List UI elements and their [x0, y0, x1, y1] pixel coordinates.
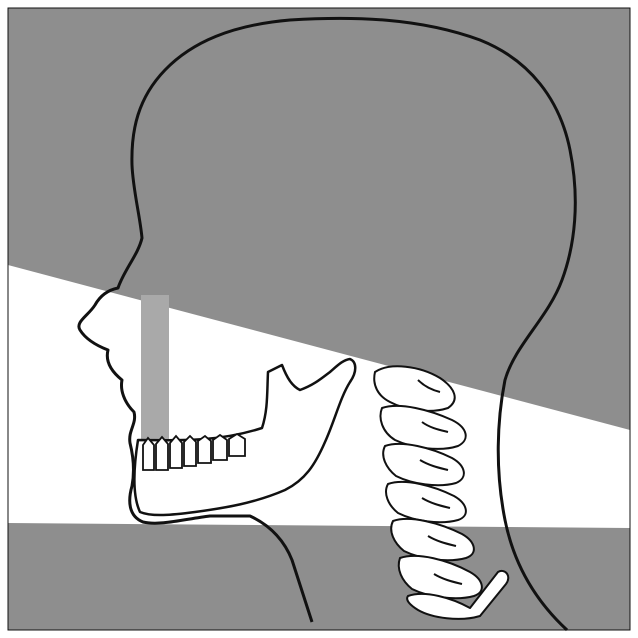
- tooth: [229, 434, 245, 456]
- tooth: [156, 437, 168, 470]
- tooth: [213, 435, 227, 460]
- tooth: [143, 438, 154, 470]
- tooth: [170, 436, 182, 468]
- tooth: [184, 436, 196, 466]
- tooth: [198, 436, 211, 463]
- lower-shielded-region: [8, 523, 630, 630]
